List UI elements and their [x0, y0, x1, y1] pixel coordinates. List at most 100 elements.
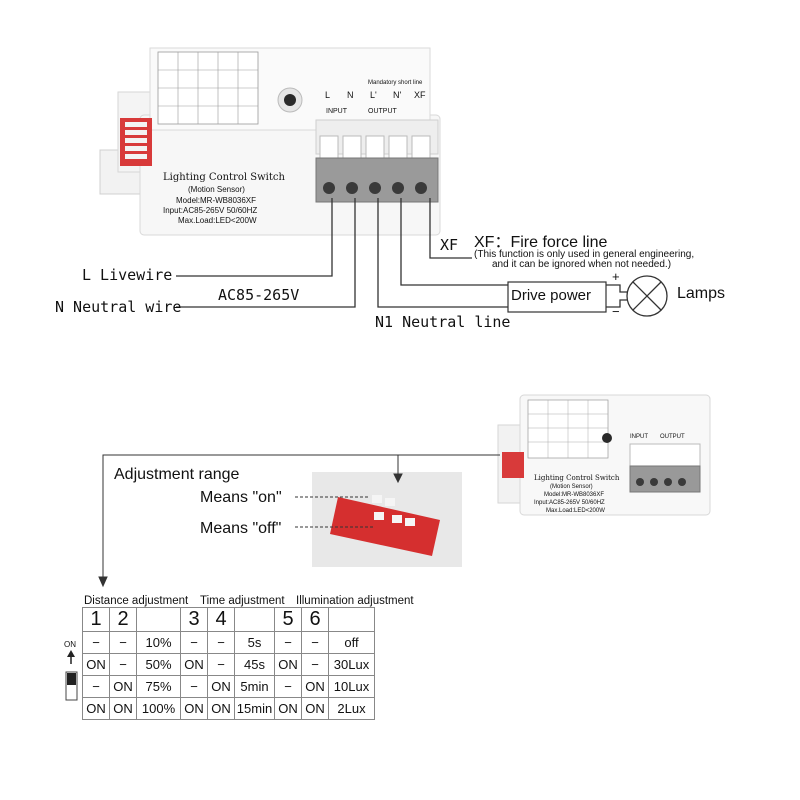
table-cell: ON	[274, 653, 302, 676]
wire-neutral-line	[377, 198, 508, 308]
table-cell: −	[207, 631, 235, 654]
group-illumination-label: Illumination adjustment	[296, 595, 414, 607]
device-bottom-title: Lighting Control Switch	[534, 474, 620, 482]
terminal-n: N	[347, 90, 354, 100]
device-model: Model:MR-WB8036XF	[176, 196, 257, 205]
switch-number	[136, 607, 181, 632]
wire-livewire	[176, 198, 333, 277]
table-row: ON ON 100% ON ON 15min ON ON 2Lux	[82, 697, 375, 720]
table-row: ON − 50% ON − 45s ON − 30Lux	[82, 653, 375, 676]
sensor-device-bottom	[497, 394, 711, 516]
label-neutral-line: N1 Neutral line	[375, 313, 511, 331]
terminal-header: Mandatory short line	[368, 80, 423, 86]
label-minus: −	[612, 304, 620, 319]
switch-number: 6	[301, 607, 329, 632]
terminal-xf: XF	[414, 90, 426, 100]
label-neutral-wire: N Neutral wire	[55, 298, 182, 316]
adjustment-pointers	[98, 454, 500, 588]
terminal-n-prime: N'	[393, 90, 402, 100]
label-means-off: Means "off"	[200, 520, 282, 537]
input-label: INPUT	[326, 108, 347, 115]
wire-output-live	[400, 198, 508, 286]
switch-on-indicator-icon	[65, 650, 78, 701]
table-cell: −	[207, 653, 235, 676]
table-cell: −	[109, 653, 137, 676]
table-cell: 75%	[136, 675, 181, 698]
table-cell: −	[301, 631, 329, 654]
device-input: Input:AC85-265V 50/60HZ	[163, 206, 258, 215]
adjustment-title: Adjustment range	[114, 466, 240, 483]
table-cell: ON	[109, 697, 137, 720]
table-cell: ON	[207, 697, 235, 720]
device-bottom-model: Model:MR-WB8036XF	[544, 492, 605, 498]
table-cell: −	[180, 675, 208, 698]
table-cell: ON	[301, 675, 329, 698]
table-cell: ON	[180, 697, 208, 720]
switch-number: 4	[207, 607, 235, 632]
device-bottom-input-label: INPUT	[630, 434, 648, 440]
table-cell: 45s	[234, 653, 275, 676]
table-header-row: 1 2 3 4 5 6	[82, 607, 375, 632]
table-cell: −	[301, 653, 329, 676]
dip-switch-table: 1 2 3 4 5 6 − − 10% − − 5s − − off ON − …	[82, 607, 375, 720]
table-cell: 10%	[136, 631, 181, 654]
wire-lamp-minus	[606, 299, 628, 308]
output-label: OUTPUT	[368, 108, 397, 115]
label-plus: +	[612, 269, 620, 284]
device-bottom-input: Input:AC85-265V 50/60HZ	[534, 500, 605, 506]
table-cell: ON	[180, 653, 208, 676]
table-cell: −	[274, 675, 302, 698]
table-cell: off	[328, 631, 375, 654]
label-xf-note-1: (This function is only used in general e…	[474, 249, 695, 260]
table-cell: 2Lux	[328, 697, 375, 720]
label-means-on: Means "on"	[200, 489, 282, 506]
wire-lamp-plus	[606, 284, 628, 293]
device-bottom-subtitle: (Motion Sensor)	[550, 484, 593, 490]
label-lamps: Lamps	[677, 285, 726, 302]
table-cell: ON	[274, 697, 302, 720]
device-bottom-output-label: OUTPUT	[660, 434, 685, 440]
table-cell: ON	[82, 653, 110, 676]
table-cell: −	[82, 675, 110, 698]
wires	[176, 198, 628, 308]
lamp-icon	[626, 275, 668, 317]
group-distance-label: Distance adjustment	[84, 595, 189, 607]
device-title: Lighting Control Switch	[163, 172, 285, 183]
table-cell: 30Lux	[328, 653, 375, 676]
table-cell: 5min	[234, 675, 275, 698]
drive-power-box	[507, 281, 607, 313]
table-cell: ON	[301, 697, 329, 720]
terminal-l-prime: L'	[370, 90, 377, 100]
table-cell: −	[82, 631, 110, 654]
switch-number	[234, 607, 275, 632]
table-cell: 10Lux	[328, 675, 375, 698]
device-bottom-max-load: Max.Load:LED<200W	[546, 508, 605, 514]
table-cell: ON	[82, 697, 110, 720]
table-cell: 50%	[136, 653, 181, 676]
table-row: − ON 75% − ON 5min − ON 10Lux	[82, 675, 375, 698]
table-cell: 100%	[136, 697, 181, 720]
table-cell: 15min	[234, 697, 275, 720]
dip-switch-closeup	[312, 472, 462, 567]
sensor-device-top	[99, 47, 441, 236]
table-cell: ON	[109, 675, 137, 698]
table-cell: ON	[207, 675, 235, 698]
switch-number	[328, 607, 375, 632]
table-cell: −	[180, 631, 208, 654]
group-time-label: Time adjustment	[200, 595, 285, 607]
device-subtitle: (Motion Sensor)	[188, 185, 245, 194]
label-voltage: AC85-265V	[218, 286, 300, 304]
label-xf-title: XF：Fire force line	[474, 234, 608, 251]
table-cell: 5s	[234, 631, 275, 654]
label-livewire: L Livewire	[82, 266, 173, 284]
label-xf-note-2: and it can be ignored when not needed.)	[492, 259, 672, 270]
switch-number: 5	[274, 607, 302, 632]
device-max-load: Max.Load:LED<200W	[178, 216, 257, 225]
table-cell: −	[109, 631, 137, 654]
table-cell: −	[274, 631, 302, 654]
label-drive-power: Drive power	[511, 287, 592, 304]
switch-number: 2	[109, 607, 137, 632]
wire-xf	[429, 198, 472, 259]
switch-on-label: ON	[64, 640, 76, 649]
